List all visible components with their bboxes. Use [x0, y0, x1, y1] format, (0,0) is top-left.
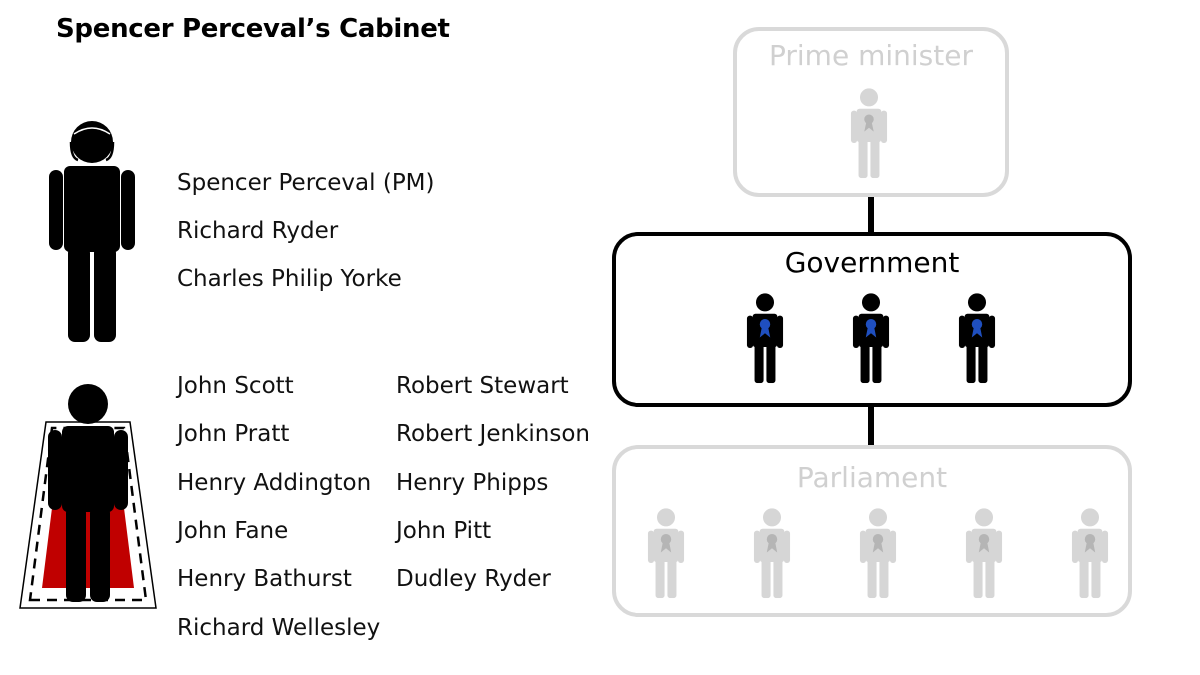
commons-member-name: Charles Philip Yorke — [177, 266, 402, 292]
parliament-member-icon — [753, 507, 791, 599]
parliament-label: Parliament — [796, 461, 948, 494]
government-member-icon — [852, 292, 890, 384]
prime-minister-figure-icon — [850, 87, 888, 179]
commons-member-icon — [49, 121, 135, 342]
lords-member-name: John Pratt — [177, 421, 290, 447]
lords-member-name: Dudley Ryder — [396, 566, 551, 592]
connector-government-parliament — [868, 404, 874, 448]
lords-member-name: John Fane — [177, 518, 289, 544]
prime-minister-box: Prime minister — [733, 27, 1009, 197]
connector-pm-government — [868, 194, 874, 234]
lords-member-name: Henry Addington — [177, 470, 372, 496]
lords-member-name: John Pitt — [396, 518, 492, 544]
parliament-member-icon — [647, 507, 685, 599]
prime-minister-label: Prime minister — [769, 39, 973, 72]
parliament-member-icon — [1071, 507, 1109, 599]
government-label: Government — [784, 246, 960, 279]
commons-member-name: Richard Ryder — [177, 218, 339, 244]
government-member-icon — [746, 292, 784, 384]
lords-member-name: John Scott — [177, 373, 294, 399]
lords-member-icon — [19, 384, 157, 609]
lords-member-name: Henry Bathurst — [177, 566, 352, 592]
government-member-icon — [958, 292, 996, 384]
lords-member-name: Richard Wellesley — [177, 615, 381, 641]
commons-member-name: Spencer Perceval (PM) — [177, 170, 435, 196]
page-title: Spencer Perceval’s Cabinet — [56, 14, 450, 44]
parliament-member-icon — [859, 507, 897, 599]
lords-member-name: Robert Jenkinson — [396, 421, 590, 447]
lords-member-name: Robert Stewart — [396, 373, 569, 399]
parliament-box: Parliament — [612, 445, 1132, 617]
parliament-member-icon — [965, 507, 1003, 599]
lords-member-name: Henry Phipps — [396, 470, 549, 496]
government-box: Government — [612, 232, 1132, 407]
